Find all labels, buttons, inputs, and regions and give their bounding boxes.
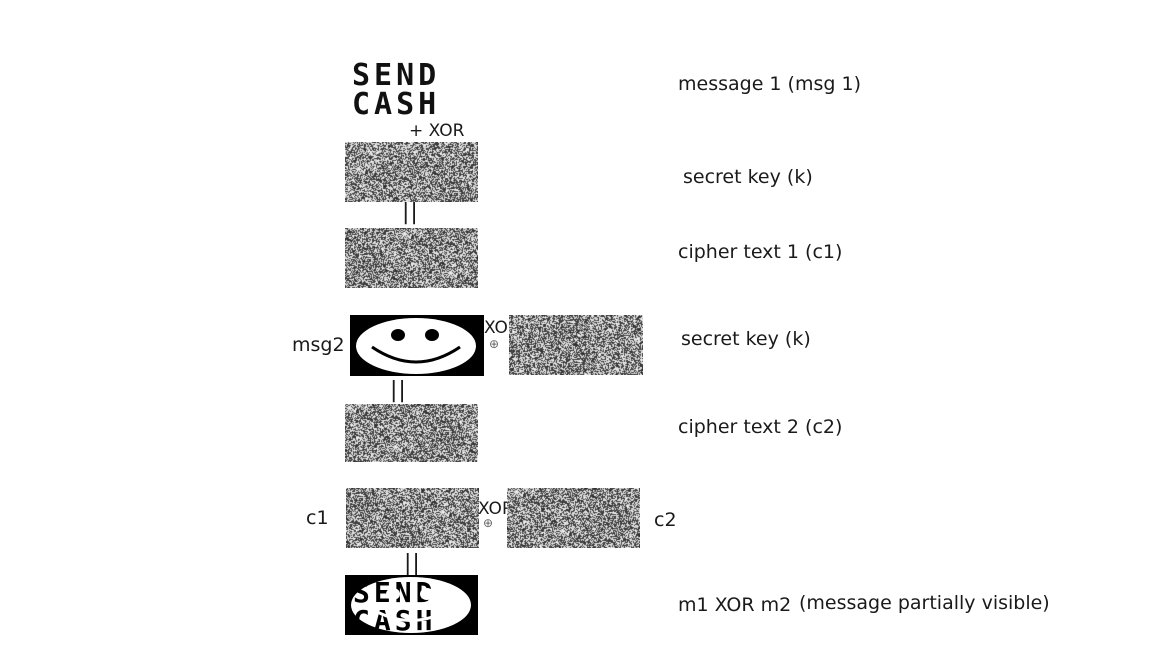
plaintext-line1: SEND: [352, 58, 440, 93]
smiley-right-eye: [425, 329, 439, 341]
smiley-left-eye: [391, 329, 405, 341]
cipher-text-2-label: cipher text 2 (c2): [678, 416, 843, 438]
equals-operator-2: ||: [390, 378, 407, 403]
c2-side-label: c2: [654, 509, 677, 531]
c2-noise-image: [507, 488, 640, 548]
smiley-plaintext-image: [350, 315, 484, 376]
xor-operator-2: XOR: [478, 499, 514, 519]
secret-key-label-2: secret key (k): [681, 328, 811, 350]
secret-key-noise-image: [345, 142, 478, 202]
equals-operator-3: ||: [404, 551, 421, 576]
message-1-label: message 1 (msg 1): [678, 73, 861, 95]
result-eye-left: [386, 588, 400, 600]
xor-plus-operator: + XOR: [409, 121, 465, 141]
secret-key-label: secret key (k): [683, 166, 813, 188]
smiley-mouth: [371, 345, 461, 364]
m1-xor-m2-image: SEND CASH: [345, 575, 478, 635]
cipher-text-1-label: cipher text 1 (c1): [678, 241, 843, 263]
result-mouth: [366, 604, 456, 622]
cipher-text-1-image: [345, 228, 478, 288]
msg2-label: msg2: [292, 334, 345, 356]
c1-noise-image: [346, 488, 479, 548]
result-eye-right: [420, 588, 434, 600]
send-cash-plaintext-image: SEND CASH: [352, 58, 440, 118]
plaintext-line2: CASH: [352, 87, 440, 118]
xor-symbol-2: ⊕: [483, 516, 494, 530]
result-note-label: (message partially visible): [799, 592, 1050, 614]
xor-symbol-1: ⊕: [489, 337, 500, 351]
cipher-text-2-image: [345, 404, 478, 462]
secret-key-noise-image-2: [509, 315, 643, 375]
result-label: m1 XOR m2: [678, 594, 792, 616]
equals-operator: ||: [402, 200, 419, 225]
c1-side-label: c1: [306, 507, 329, 529]
